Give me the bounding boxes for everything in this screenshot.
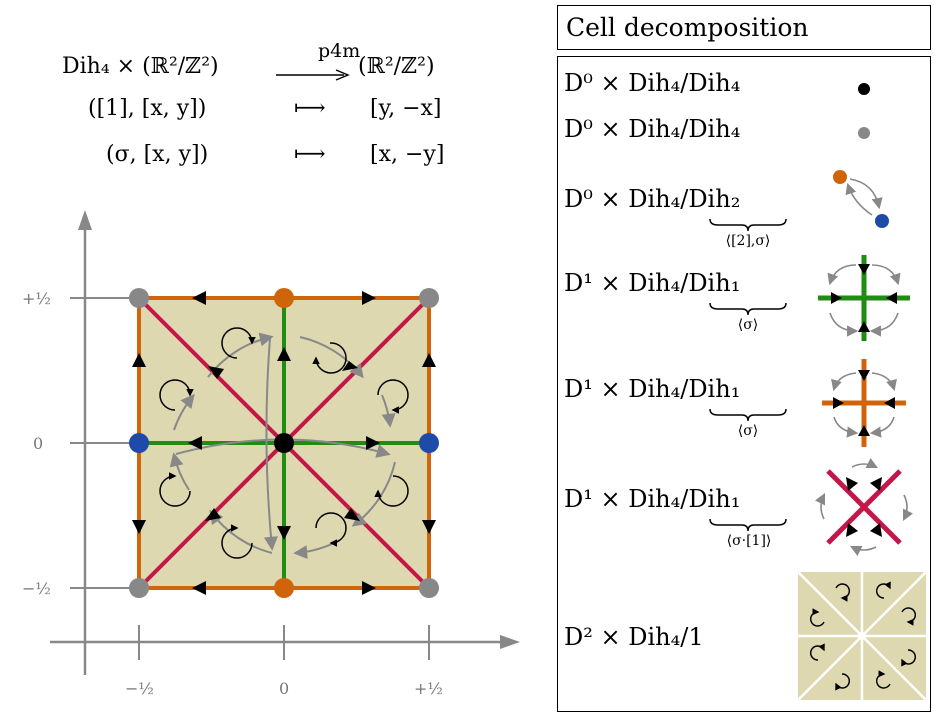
stabilizer-label: ⟨[2],σ⟩ xyxy=(725,233,771,249)
row-label: D² × Dih₄/1 xyxy=(564,623,704,651)
green-cross-icon xyxy=(818,255,910,341)
square-diagram: +½ 0 −½ −½ 0 +½ xyxy=(22,210,520,698)
table-row: D⁰ × Dih₄/Dih₄ xyxy=(564,69,740,97)
formula-row3-left: (σ, [x, y]) xyxy=(106,142,209,167)
edge-orientation-arrows xyxy=(132,291,436,595)
y-tick-bottom: −½ xyxy=(22,579,51,598)
table-row: D¹ × Dih₄/Dih₁ xyxy=(564,485,740,513)
formula-arrow-label: p4m xyxy=(318,40,361,62)
formula-row2-left: ([1], [x, y]) xyxy=(88,96,207,121)
cell-decomposition-table: D⁰ × Dih₄/Dih₄ D⁰ × Dih₄/Dih₄ D⁰ × Dih₄/… xyxy=(557,56,931,712)
formula-row3-right: [x, −y] xyxy=(370,142,445,167)
row-label: D¹ × Dih₄/Dih₁ xyxy=(564,269,741,297)
formula-row1-left: Dih₄ × (ℝ²/ℤ²) xyxy=(62,54,219,79)
table-row: D¹ × Dih₄/Dih₁ xyxy=(564,375,740,403)
underbrace-icon xyxy=(709,518,787,532)
row-label: D¹ × Dih₄/Dih₁ xyxy=(564,375,741,403)
table-row: D⁰ × Dih₄/Dih₂ xyxy=(564,185,740,213)
orange-blue-orbit-icon xyxy=(833,170,889,228)
formula-row2-right: [y, −x] xyxy=(370,96,442,121)
coordinate-axes xyxy=(50,210,520,675)
cell-decomposition-header: Cell decomposition xyxy=(557,5,931,50)
stabilizer-label: ⟨σ⟩ xyxy=(737,423,759,439)
formula-row2-mapsto: ⟼ xyxy=(294,96,326,121)
table-row: D¹ × Dih₄/Dih₁ xyxy=(564,269,740,297)
orange-cross-icon xyxy=(822,359,906,447)
underbrace-icon xyxy=(709,302,787,316)
y-tick-top: +½ xyxy=(22,289,51,308)
underbrace-icon xyxy=(709,218,787,232)
row-label: D¹ × Dih₄/Dih₁ xyxy=(564,485,741,513)
vertex-dots xyxy=(129,288,439,598)
x-tick-left: −½ xyxy=(125,679,154,698)
y-tick-mid: 0 xyxy=(33,434,43,453)
x-tick-right: +½ xyxy=(414,679,443,698)
red-diagonal-cross-icon xyxy=(814,457,914,557)
local-rotation-loops xyxy=(159,327,409,559)
gray-dot-icon xyxy=(858,127,870,139)
black-dot-icon xyxy=(858,83,870,95)
row-label: D⁰ × Dih₄/Dih₄ xyxy=(564,69,741,97)
right-arrow-icon xyxy=(276,69,350,81)
row-label: D⁰ × Dih₄/Dih₄ xyxy=(564,115,741,143)
row-label: D⁰ × Dih₄/Dih₂ xyxy=(564,185,741,213)
two-cell-square-icon xyxy=(798,572,926,700)
formula-row3-mapsto: ⟼ xyxy=(294,142,326,167)
group-action-formula: Dih₄ × (ℝ²/ℤ²) p4m (ℝ²/ℤ²) ([1], [x, y])… xyxy=(40,40,510,188)
table-row: D² × Dih₄/1 xyxy=(564,623,704,651)
underbrace-icon xyxy=(709,408,787,422)
x-tick-mid: 0 xyxy=(279,679,289,698)
stabilizer-label: ⟨σ·[1]⟩ xyxy=(726,533,772,549)
table-row: D⁰ × Dih₄/Dih₄ xyxy=(564,115,740,143)
stabilizer-label: ⟨σ⟩ xyxy=(737,317,759,333)
formula-row1-right: (ℝ²/ℤ²) xyxy=(358,54,435,79)
